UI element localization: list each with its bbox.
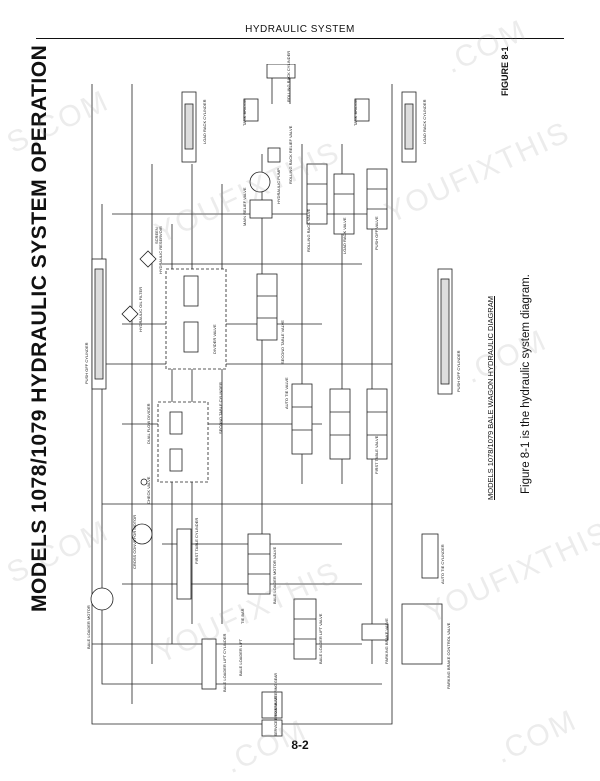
divider-valve bbox=[165, 268, 227, 370]
label-first-table-valve: FIRST TABLE VALVE bbox=[374, 435, 379, 474]
label-bale-loader-lift: BALE LOADER LIFT bbox=[238, 638, 243, 676]
main-relief-valve bbox=[249, 199, 273, 219]
rolling-rack-valve bbox=[306, 163, 328, 225]
watermark: .COM bbox=[490, 703, 583, 770]
bale-loader-lift-cylinder bbox=[201, 638, 217, 690]
push-off-cylinder-right bbox=[437, 268, 453, 395]
auto-tie-valve bbox=[291, 383, 313, 455]
parking-brake-control-valve bbox=[401, 603, 443, 665]
label-first-table-cylinder: FIRST TABLE CYLINDER bbox=[194, 517, 199, 564]
load-rack-cylinder-left bbox=[181, 91, 197, 163]
screen-icon bbox=[139, 250, 157, 268]
label-bale-loader-motor: BALE LOADER MOTOR bbox=[86, 605, 91, 649]
power-steering-gear bbox=[261, 691, 283, 719]
label-divider-valve: DIVIDER VALVE bbox=[212, 324, 217, 354]
section-header-title: HYDRAULIC SYSTEM bbox=[245, 24, 355, 35]
bale-loader-motor-icon bbox=[90, 587, 114, 611]
tank-bridge-left bbox=[243, 98, 259, 122]
body-paragraph: Figure 8-1 is the hydraulic system diagr… bbox=[520, 274, 532, 494]
page-number: 8-2 bbox=[291, 738, 309, 752]
bale-loader-motor-valve bbox=[247, 533, 271, 595]
label-parking-brake-valve: PARKING BRAKE VALVE bbox=[384, 618, 389, 664]
label-load-rack-cylinder-left: LOAD RACK CYLINDER bbox=[202, 99, 207, 144]
load-rack-valve bbox=[333, 173, 355, 235]
parking-brake-valve bbox=[361, 623, 389, 641]
label-auto-tie-cylinder: AUTO TIE CYLINDER bbox=[440, 544, 445, 584]
label-push-off-cylinder-right: PUSH OFF CYLINDER bbox=[456, 350, 461, 392]
label-dual-flow-divider: DUAL FLOW DIVIDER bbox=[146, 403, 151, 444]
label-parking-brake-control-valve: PARKING BRAKE CONTROL VALVE bbox=[446, 622, 451, 689]
bale-loader-lift-valve bbox=[293, 598, 317, 660]
load-rack-cylinder-right bbox=[401, 91, 417, 163]
hydraulic-pump-icon bbox=[249, 171, 271, 193]
hydraulic-diagram: ROLLING RACK CYLINDER LOAD RACK CYLINDER… bbox=[62, 51, 482, 740]
push-off-valve bbox=[366, 168, 388, 230]
first-table-cylinder bbox=[176, 528, 192, 600]
cross-conveyor-motor-icon bbox=[131, 523, 153, 545]
auto-tie-cylinder bbox=[421, 533, 439, 579]
push-off-cylinder-left bbox=[91, 258, 107, 390]
label-auto-tie-valve: AUTO TIE VALVE bbox=[284, 377, 289, 409]
label-load-rack-valve: LOAD RACK VALVE bbox=[342, 217, 347, 254]
first-table-valve bbox=[366, 388, 388, 460]
label-hydraulic-oil-filter: HYDRAULIC OIL FILTER bbox=[138, 286, 143, 332]
first-table-valve-upper bbox=[329, 388, 351, 460]
label-cross-conveyor-motor: CROSS CONVEYOR MOTOR bbox=[132, 514, 137, 569]
tank-bridge-right bbox=[354, 98, 370, 122]
label-second-table-cylinder: SECOND TABLE CYLINDER bbox=[218, 382, 223, 434]
label-tank-bridge-left: TANK BRIDGE bbox=[242, 99, 247, 126]
rolling-rack-relief-valve bbox=[267, 147, 281, 163]
label-rolling-rack-valve: ROLLING RACK VALVE bbox=[306, 208, 311, 252]
label-check-valve: CHECK VALVE bbox=[146, 476, 151, 504]
label-push-off-cylinder-left: PUSH OFF CYLINDER bbox=[84, 342, 89, 384]
diagram-caption: MODELS 1078/1079 BALE WAGON HYDRAULIC DI… bbox=[486, 296, 495, 500]
label-bale-loader-lift-valve: BALE LOADER LIFT VALVE bbox=[318, 613, 323, 664]
label-push-off-valve: PUSH OFF VALVE bbox=[374, 216, 379, 250]
oil-filter-icon bbox=[121, 305, 139, 323]
label-tank-bridge-right: TANK BRIDGE bbox=[353, 99, 358, 126]
second-table-valve bbox=[256, 273, 278, 341]
label-second-table-valve: SECOND TABLE VALVE bbox=[280, 320, 285, 364]
diagram-circuit-lines bbox=[91, 84, 393, 725]
service-brake-valve bbox=[261, 719, 283, 737]
check-valve-icon bbox=[140, 478, 148, 486]
label-load-rack-cylinder-right: LOAD RACK CYLINDER bbox=[422, 99, 427, 144]
header-rule bbox=[36, 38, 564, 39]
rolling-rack-cylinder bbox=[266, 64, 296, 104]
dual-flow-divider bbox=[157, 401, 209, 483]
label-rolling-rack-cylinder: ROLLING RACK CYLINDER bbox=[286, 50, 291, 102]
